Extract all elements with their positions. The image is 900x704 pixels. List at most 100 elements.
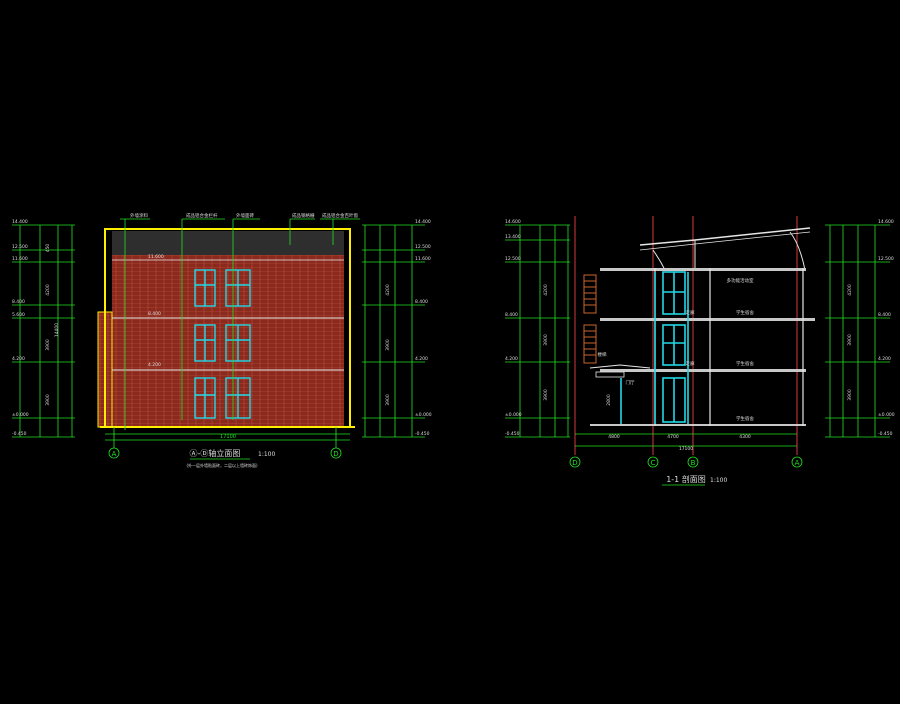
- level-label: 14.600: [505, 219, 521, 225]
- axis-label-a: A: [112, 450, 117, 458]
- elevation-leader-label: 成品铝合金百叶窗: [322, 212, 358, 219]
- level-label: 4.200: [878, 356, 891, 362]
- axis-bubble: [687, 456, 699, 468]
- level-label: 8.400: [878, 312, 891, 318]
- level-label: 14.400: [415, 219, 431, 225]
- level-label: ±0.000: [12, 412, 29, 418]
- level-label: 12.500: [878, 256, 894, 262]
- room-label: 走廊: [686, 309, 695, 316]
- dim-value: 3900: [543, 334, 549, 346]
- room-label: 门厅: [626, 379, 635, 386]
- elevation-scale: 1:100: [258, 451, 275, 458]
- level-label: ±0.000: [415, 412, 432, 418]
- section-left-levels: 14.600 13.400 12.500 8.400 4.200 ±0.000 -0.450: [505, 219, 570, 438]
- level-mark: 4.200: [148, 362, 161, 368]
- dim-value: 4200: [847, 284, 853, 296]
- level-label: -0.450: [12, 431, 27, 437]
- level-label: 12.500: [415, 244, 431, 250]
- axis-bubble-d: [330, 447, 342, 459]
- level-label: -0.450: [878, 431, 893, 437]
- dim-value: 4800: [608, 434, 620, 440]
- elevation-parapet: [112, 231, 344, 255]
- dim-value: 17100: [679, 446, 693, 452]
- level-label: -0.450: [415, 431, 430, 437]
- elevation-left-levels: 14.400 12.500 11.600 8.400 5.600 4.200 ±0.000 -…: [12, 219, 75, 438]
- level-label: ±0.000: [878, 412, 895, 418]
- section-roof: [639, 227, 811, 246]
- dim-value: 3900: [385, 394, 391, 406]
- axis-label-d: D: [333, 450, 338, 458]
- dim-value: 2800: [606, 394, 612, 406]
- dim-value: 3900: [385, 339, 391, 351]
- axis-label: A: [795, 459, 800, 467]
- dim-value: 3900: [45, 394, 51, 406]
- elevation-left-dims: [19, 225, 73, 437]
- elevation-leader-label: 成品铝合金栏杆: [186, 212, 218, 219]
- level-label: 8.400: [505, 312, 518, 318]
- elevation-total-width: 17100: [220, 434, 236, 440]
- section-room-labels: 多功能活动室走廊学生宿舍走廊学生宿舍门厅学生宿舍楼梯: [598, 277, 755, 422]
- level-label: 14.600: [878, 219, 894, 225]
- level-label: 14.400: [12, 219, 28, 225]
- level-mark: 11.600: [148, 254, 164, 260]
- level-label: 5.600: [12, 312, 25, 318]
- level-label: 12.500: [12, 244, 28, 250]
- level-label: ±0.000: [505, 412, 522, 418]
- level-label: 4.200: [415, 356, 428, 362]
- axis-label: B: [691, 459, 696, 467]
- dim-value: 3900: [847, 334, 853, 346]
- level-label: 12.500: [505, 256, 521, 262]
- elevation-right-dims: [364, 225, 413, 437]
- dim-value: 3900: [45, 339, 51, 351]
- axis-label: D: [572, 459, 577, 467]
- elevation-brick-wall: [112, 255, 344, 427]
- elevation-title: Ⓐ-Ⓓ轴立面图: [190, 448, 241, 458]
- room-label: 学生宿舍: [736, 415, 754, 422]
- dim-value: 4200: [543, 284, 549, 296]
- section-scale: 1:100: [710, 477, 727, 484]
- dim-value: 3900: [847, 389, 853, 401]
- axis-bubble-a: [108, 447, 120, 459]
- room-label: 学生宿舍: [736, 309, 754, 316]
- room-label: 多功能活动室: [727, 277, 754, 284]
- section-stair: [583, 274, 597, 364]
- elevation-level-marks: 11.600 8.400 4.200: [148, 254, 164, 368]
- elevation-subtitle: (外一层外墙贴面砖，二层以上墙砖饰面): [186, 462, 258, 468]
- elevation-drawing: 外墙涂料 成品铝合金栏杆 外墙面砖 成品钢格栅成品铝合金百叶窗 14.400 12.50…: [12, 212, 432, 468]
- elevation-right-levels: 14.400 12.500 11.600 8.400 4.200 ±0.000 -0.450: [362, 219, 432, 438]
- level-label: 11.600: [415, 256, 431, 262]
- section-drawing: 多功能活动室走廊学生宿舍走廊学生宿舍门厅学生宿舍楼梯 14.60013.4001…: [505, 216, 895, 486]
- axis-label: C: [651, 459, 656, 467]
- elevation-leader-label: 外墙面砖: [236, 212, 254, 219]
- axis-bubble: [647, 456, 659, 468]
- axis-bubble: [569, 456, 581, 468]
- room-label: 走廊: [686, 360, 695, 367]
- dim-value: 14400: [54, 323, 60, 337]
- level-label: 8.400: [415, 299, 428, 305]
- elevation-leader-label: 成品钢格栅: [292, 212, 315, 219]
- level-mark: 8.400: [148, 311, 161, 317]
- dim-value: 450: [45, 244, 51, 253]
- elevation-outline: [104, 228, 351, 427]
- level-label: 4.200: [12, 356, 25, 362]
- section-right-levels: 14.600 12.500 8.400 4.200 ±0.000 -0.450: [825, 219, 895, 438]
- level-label: 13.400: [505, 234, 521, 240]
- elevation-leader-labels: 外墙涂料 成品铝合金栏杆 外墙面砖 成品钢格栅成品铝合金百叶窗: [130, 212, 358, 219]
- level-label: 8.400: [12, 299, 25, 305]
- section-dim-values: 3900 3900 4200 2800 3900 3900 4200: [543, 284, 853, 406]
- level-label: 4.200: [505, 356, 518, 362]
- axis-bubble: [791, 456, 803, 468]
- level-label: 11.600: [12, 256, 28, 262]
- level-label: -0.450: [505, 431, 520, 437]
- room-label: 学生宿舍: [736, 360, 754, 367]
- dim-value: 4300: [739, 434, 751, 440]
- section-title: 1-1 剖面图: [666, 474, 706, 484]
- elevation-leader-label: 外墙涂料: [130, 212, 148, 219]
- dim-value: 4200: [385, 284, 391, 296]
- dim-value: 3900: [543, 389, 549, 401]
